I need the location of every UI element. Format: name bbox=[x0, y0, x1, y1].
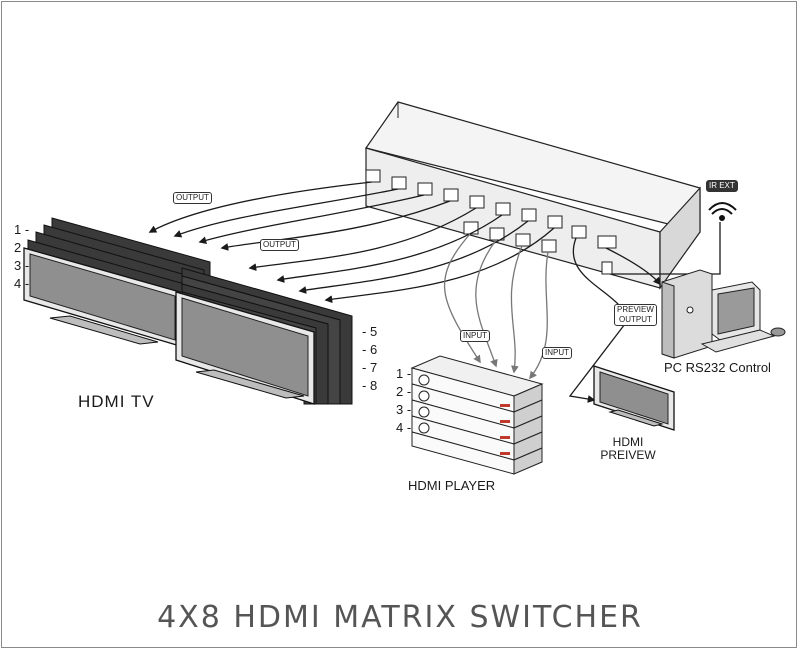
pc-computer bbox=[661, 269, 786, 359]
output-tag-1: OUTPUT bbox=[173, 192, 212, 204]
tv-number-3: 3 - bbox=[14, 258, 30, 273]
diagram-title: 4X8 HDMI MATRIX SWITCHER bbox=[157, 600, 643, 635]
preview-output-line1: PREVIEW bbox=[617, 305, 654, 314]
tv-number-4: 4 - bbox=[14, 276, 30, 291]
player-number-4: 4 - bbox=[396, 420, 412, 435]
output-tag-2: OUTPUT bbox=[260, 239, 299, 251]
matrix-switcher bbox=[365, 101, 701, 290]
player-number-2: 2 - bbox=[396, 384, 412, 399]
hdmi-preview-label: HDMI PREIVEW bbox=[596, 436, 660, 462]
preview-monitor bbox=[593, 365, 675, 431]
player-number-1: 1 - bbox=[396, 366, 412, 381]
input-tag-2: INPUT bbox=[542, 347, 572, 359]
player-number-3: 3 - bbox=[396, 402, 412, 417]
preview-output-line2: OUTPUT bbox=[619, 315, 652, 324]
tv-group-left bbox=[23, 217, 211, 347]
hdmi-preview-line2: PREIVEW bbox=[600, 448, 656, 462]
input-cables bbox=[443, 233, 549, 380]
hdmi-tv-label: HDMI TV bbox=[78, 392, 155, 411]
tv-number-2: 2 - bbox=[14, 240, 30, 255]
preview-output-tag: PREVIEW OUTPUT bbox=[614, 304, 657, 326]
hdmi-player-stack bbox=[410, 355, 544, 475]
output-ports bbox=[365, 169, 563, 229]
rs232-cable bbox=[605, 247, 661, 286]
output-cables bbox=[148, 181, 555, 304]
tv-group-right bbox=[175, 267, 353, 405]
hdmi-player-label: HDMI PLAYER bbox=[408, 478, 496, 493]
hdmi-preview-line1: HDMI bbox=[612, 435, 644, 449]
pc-rs232-control-label: PC RS232 Control bbox=[664, 360, 771, 375]
input-tag-1: INPUT bbox=[460, 330, 490, 342]
tv-number-7: - 7 bbox=[362, 360, 378, 375]
tv-number-6: - 6 bbox=[362, 342, 378, 357]
tv-number-8: - 8 bbox=[362, 378, 378, 393]
ir-sensor bbox=[708, 202, 737, 221]
ir-cable bbox=[612, 222, 721, 275]
input-ports bbox=[463, 221, 617, 275]
tv-number-1: 1 - bbox=[14, 222, 30, 237]
tv-number-5: - 5 bbox=[362, 324, 378, 339]
ir-ext-tag: IR EXT bbox=[706, 180, 738, 192]
